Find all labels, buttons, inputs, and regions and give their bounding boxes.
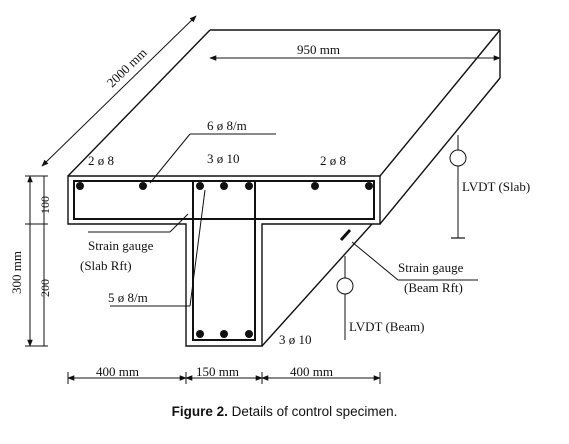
lvdt-slab-label: LVDT (Slab) — [462, 179, 530, 194]
slab-right-bars-label: 2 ø 8 — [320, 153, 346, 168]
depth-edge-web-bottom — [261, 223, 373, 347]
beam-bottom-bars-label: 3 ø 10 — [279, 332, 312, 347]
stirrup-label: 5 ø 8/m — [108, 290, 148, 305]
slab-left-bars-label: 2 ø 8 — [88, 153, 114, 168]
figure-caption: Figure 2. Details of control specimen. — [0, 404, 569, 419]
lvdt-slab-icon — [449, 149, 467, 167]
strain-gauge-slab-label-2: (Slab Rft) — [80, 258, 132, 273]
slab-transverse-leader-diag — [149, 133, 191, 184]
beam-top-bars-label: 3 ø 10 — [207, 151, 240, 166]
figure-caption-text: Details of control specimen. — [227, 404, 398, 419]
rebar-bar — [196, 330, 204, 338]
strain-gauge-beam-label-2: (Beam Rft) — [404, 280, 463, 295]
slab-transverse-label: 6 ø 8/m — [207, 118, 247, 133]
length-dimension-line — [41, 15, 197, 167]
rebar-bar — [365, 182, 373, 190]
strain-gauge-slab-label-1: Strain gauge — [88, 238, 154, 253]
web-depth-label: 200 — [38, 279, 52, 297]
rebar-bar — [245, 330, 253, 338]
strain-gauge-beam-leader-diag — [351, 241, 399, 281]
strain-gauge-beam-label-1: Strain gauge — [398, 260, 464, 275]
depth-dimension-lines — [25, 175, 48, 347]
rebar-bar — [220, 182, 228, 190]
total-depth-label: 300 mm — [9, 251, 24, 294]
rebar-bar — [139, 182, 147, 190]
lvdt-beam-label: LVDT (Beam) — [349, 319, 424, 334]
lvdt-beam-icon — [336, 277, 354, 295]
width-dimension-lines — [67, 372, 381, 384]
depth-edge-right — [379, 29, 501, 177]
beam-stirrup — [192, 180, 256, 341]
stirrup-leader-diag — [189, 189, 206, 307]
slab-depth-label: 100 — [38, 196, 52, 214]
rebar-bar — [245, 182, 253, 190]
depth-edge-slab-bottom — [379, 77, 501, 225]
flange-width-label: 950 mm — [297, 42, 340, 57]
right-overhang-label: 400 mm — [290, 364, 333, 379]
left-overhang-label: 400 mm — [96, 364, 139, 379]
rebar-bar — [311, 182, 319, 190]
strain-gauge-slab-leader-diag — [169, 213, 189, 233]
rebar-bar — [76, 182, 84, 190]
strain-gauge-beam-icon — [339, 228, 352, 242]
rebar-bar — [220, 330, 228, 338]
figure-number: Figure 2. — [171, 404, 228, 419]
rebar-dots — [76, 182, 373, 338]
web-width-label: 150 mm — [196, 364, 239, 379]
rebar-bar — [196, 182, 204, 190]
reinforcement-cage — [73, 180, 375, 341]
